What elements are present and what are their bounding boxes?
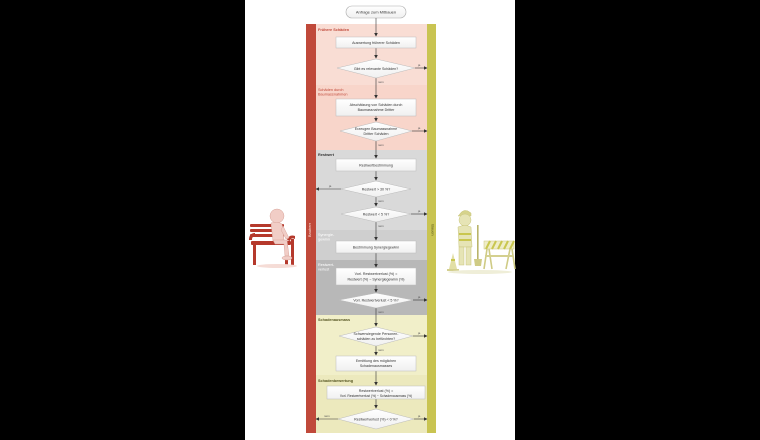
edge-label-nein: nein [378, 310, 384, 314]
lane-bauherr-label: Bauherr [307, 222, 312, 237]
lane-bauherr [306, 24, 316, 433]
person-on-bench-illustration [249, 208, 297, 268]
section-title-schaeden-line1: Schäden durch [318, 88, 344, 92]
section-title-restwert: Restwert [318, 153, 335, 157]
decision-restwert-5-label: Restwert < 5 %? [363, 213, 389, 217]
decision-restwert-30-label: Restwert > 30 %? [362, 188, 390, 192]
decision-personenschaeden [338, 326, 414, 347]
section-title-restwertverlust-line1: Restwert- [318, 263, 335, 267]
edge-label-nein: nein [378, 348, 384, 352]
step-restwertbestimmung-label: Restwertbestimmung [359, 164, 393, 168]
step-ermittlung-line2: Schadenausmasses [360, 364, 393, 368]
decision-restwert-5 [340, 206, 412, 223]
section-title-restwertverlust-line2: verlust [318, 268, 330, 272]
step-verlust-line2: Restwert (%) − Synergiegewinn (%) [347, 278, 404, 282]
edge-label-nein: nein [378, 80, 384, 84]
edge-label-nein: nein [324, 414, 330, 418]
section-title-schadenbewertung: Schadenbewertung [318, 379, 354, 383]
start-label: Anfrage zum Mitbauen [356, 10, 396, 15]
step-abschaetzung [335, 98, 417, 117]
decision-relevante-schaeden [336, 58, 416, 79]
edge-label-nein: nein [378, 199, 384, 203]
section-title-schadenausmass: Schadenausmass [318, 318, 350, 322]
section-title-schaeden-line2: Baumassnahmen [318, 93, 348, 97]
edge-label-ja: ja [328, 184, 332, 188]
step-abschaetzung-line1: Abschätzung von Schäden durch [350, 103, 403, 107]
section-backgrounds [316, 24, 427, 433]
decision-erzeugen-line2: Dritter Schäden [364, 132, 389, 136]
step-abschaetzung-line2: Baumassnahme Dritter [358, 108, 396, 112]
step-synergie-label: Bestimmung Synergiegewinn [353, 246, 400, 250]
step-formel-line1: Restwertverlust (%) = [359, 389, 393, 393]
decision-final [337, 408, 415, 430]
section-title-synergie-line1: Synergie- [318, 233, 335, 237]
decision-personen-line1: Schwerwiegende Personen- [354, 332, 400, 336]
step-restwertbestimmung [335, 158, 417, 172]
step-auswertung-label: Auswertung früherer Schäden [352, 41, 400, 45]
decision-final-label: Restwertverlust (%) < 0 %? [354, 418, 398, 422]
section-title-synergie-line2: gewinn [318, 238, 330, 242]
edge-label-nein: nein [378, 143, 384, 147]
decision-restwert-30 [340, 180, 412, 198]
step-verlust-formel [335, 267, 417, 286]
decision-verlust-5 [338, 292, 414, 309]
step-verlust-line1: Vorl. Restwertverlust (%) = [355, 272, 398, 276]
step-ermittlung [335, 355, 417, 372]
edge-label-ja: ja [417, 414, 421, 418]
step-ermittlung-line1: Ermittlung des möglichen [356, 359, 396, 363]
section-title-fruehere-schaeden: Frühere Schäden [318, 28, 350, 32]
decision-personen-line2: schäden zu befürchten? [357, 337, 395, 341]
edge-label-ja: ja [417, 209, 421, 213]
connectors [315, 18, 428, 421]
decision-erzeugen-schaeden [339, 121, 413, 142]
edge-label-nein: nein [378, 224, 384, 228]
lane-bauen-label: Bauen [431, 224, 436, 236]
step-auswertung [335, 36, 417, 49]
edge-label-ja: ja [417, 295, 421, 299]
decision-relevante-label: Gibt es relevante Schäden? [354, 67, 398, 71]
step-synergie [335, 240, 417, 254]
decision-erzeugen-line1: Erzeugen Baumassnahme [355, 127, 397, 131]
edge-label-ja: ja [417, 126, 421, 130]
edge-label-ja: ja [417, 63, 421, 67]
edge-label-ja: ja [417, 331, 421, 335]
construction-worker-illustration [447, 210, 516, 274]
decision-verlust-5-label: Vorl. Restwertverlust < 5 %? [353, 299, 398, 303]
step-restwertverlust-formel [326, 385, 426, 400]
lane-bauen [427, 24, 436, 433]
step-formel-line2: Vorl. Restwertverlust (%) − Schadenausma… [340, 394, 412, 398]
